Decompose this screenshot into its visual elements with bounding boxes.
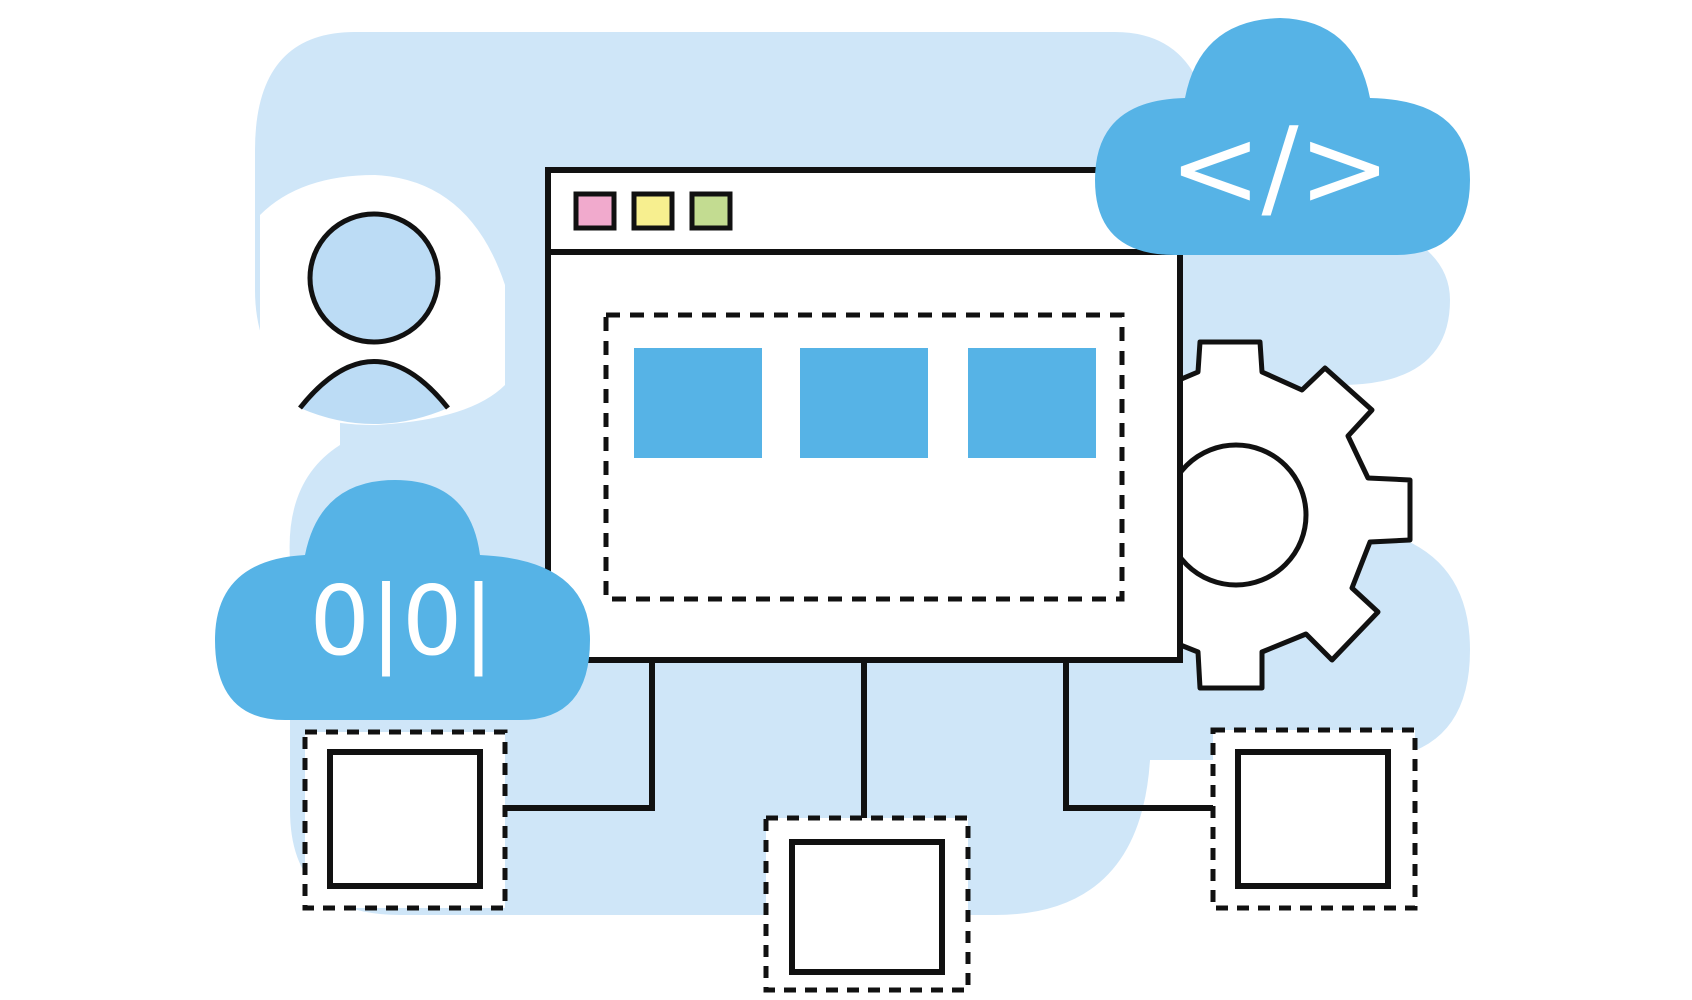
cloud-binary-label: 0|0| [310, 567, 495, 677]
connector-lines [505, 660, 1213, 818]
window-dot-pink [573, 191, 617, 231]
window-dot-green [689, 191, 733, 231]
browser-window [545, 167, 1183, 663]
node-right [1210, 727, 1418, 911]
window-dot-yellow [631, 191, 675, 231]
user-icon [298, 211, 450, 424]
content-dashed-frame [603, 312, 1125, 602]
content-tile-3 [968, 348, 1096, 458]
node-center [763, 815, 971, 993]
cloud-code-label: </> [1169, 103, 1390, 231]
content-tile-1 [634, 348, 762, 458]
cloud-binary-icon: 0|0| [215, 480, 590, 720]
cloud-code-icon: </> [1095, 18, 1470, 255]
node-left [302, 729, 508, 911]
content-tile-2 [800, 348, 928, 458]
